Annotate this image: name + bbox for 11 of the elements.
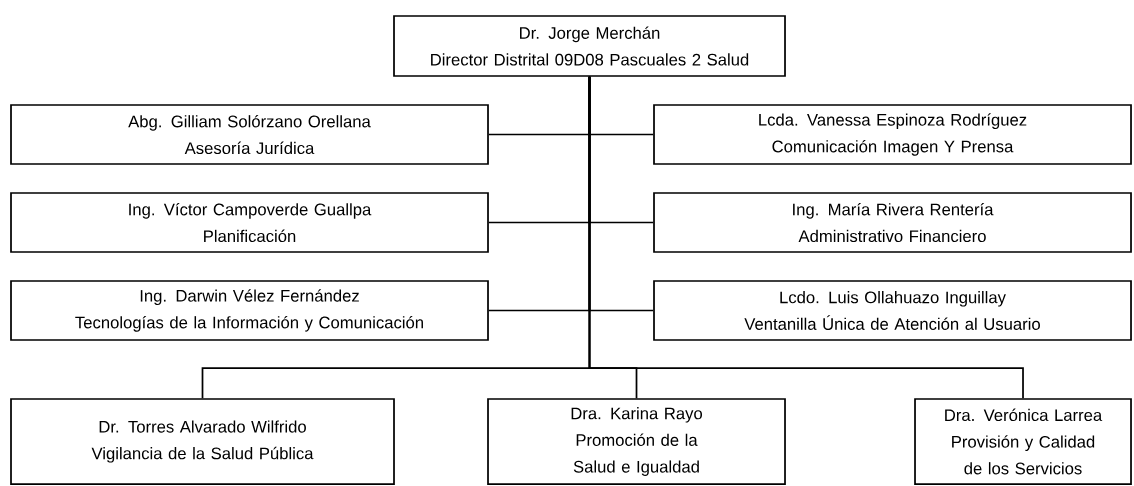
person-box: Dr. Torres Alvarado Wilfrido Vigilancia de la Salud Pública (10, 398, 395, 485)
person-box: Dr. Jorge Merchán Director Distrital 09D08 Pascuales 2 Salud (393, 15, 786, 77)
person-box: Abg. Gilliam Solórzano Orellana Asesoría Jurídica (10, 104, 489, 165)
person-box: Lcda. Vanessa Espinoza Rodríguez Comunicación Imagen Y Prensa (653, 104, 1132, 165)
person-box: Ing. Víctor Campoverde Guallpa Planificación (10, 192, 489, 253)
person-box: Ing. María Rivera Rentería Administrativo Financiero (653, 192, 1132, 253)
person-box: Dra. Karina Rayo Promoción de la Salud e Igualdad (487, 398, 786, 485)
person-box: Dra. Verónica Larrea Provisión y Calidad de los Servicios (914, 398, 1132, 485)
person-box: Lcdo. Luis Ollahuazo Inguillay Ventanilla Única de Atención al Usuario (653, 280, 1132, 341)
person-box: Ing. Darwin Vélez Fernández Tecnologías de la Información y Comunicación (10, 280, 489, 341)
connector-line (588, 76, 1024, 399)
